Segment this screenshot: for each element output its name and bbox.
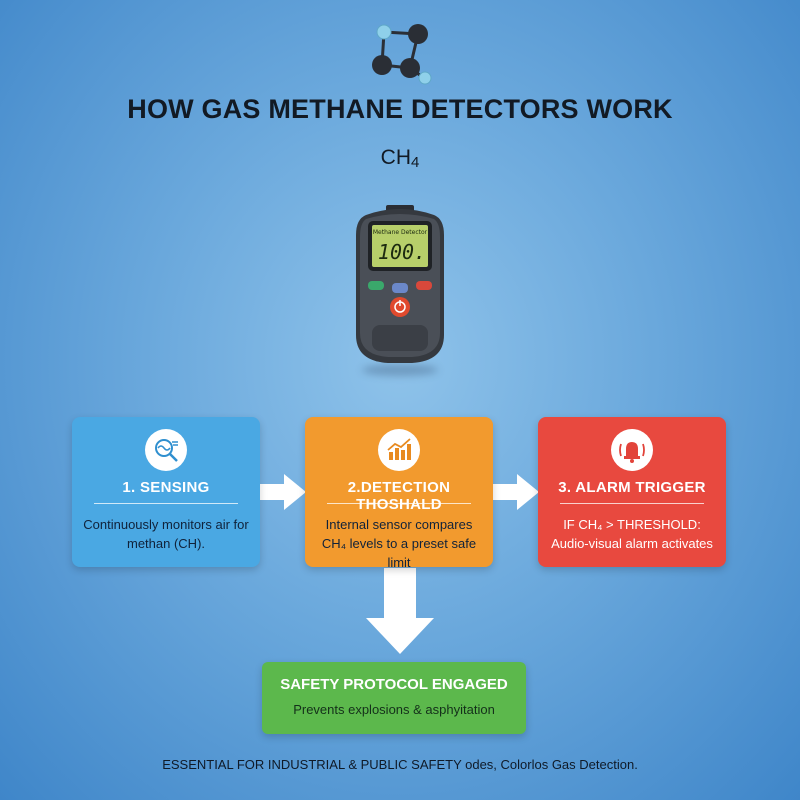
alarm-bell-icon (611, 429, 653, 471)
step-sensing-card: 1. SENSING Continuously monitors air for… (72, 417, 260, 567)
step-title: 3. ALARM TRIGGER (558, 479, 706, 496)
step-detection-card: 2.DETECTION THOSHALD Internal sensor com… (305, 417, 493, 570)
arrow-right-icon (493, 474, 539, 510)
bar-chart-icon (378, 429, 420, 471)
divider (560, 503, 704, 504)
device-reading: 100. (378, 240, 426, 264)
arrow-down-icon (366, 568, 434, 654)
step-description: Internal sensor compares CH₄ levels to a… (321, 517, 477, 570)
divider (327, 503, 471, 504)
safety-protocol-box: SAFETY PROTOCOL ENGAGED Prevents explosi… (262, 662, 526, 734)
step-title: 2.DETECTION THOSHALD (347, 479, 451, 513)
page-title: HOW GAS METHANE DETECTORS WORK (127, 94, 673, 124)
step-alarm-card: 3. ALARM TRIGGER IF CH₄ > THRESHOLD: Aud… (538, 417, 726, 567)
footer-note: ESSENTIAL FOR INDUSTRIAL & PUBLIC SAFETY… (162, 757, 638, 772)
methane-detector-device: Methane Detector 100. (356, 205, 444, 363)
formula-main: CH (380, 146, 411, 169)
molecule-icon (372, 24, 432, 85)
safety-description: Prevents explosions & asphyitation (293, 702, 495, 717)
step-title: 1. SENSING (122, 479, 210, 496)
divider (94, 503, 238, 504)
step-description: Continuously monitors air for methan (CH… (83, 517, 249, 551)
alarm-condition: IF CH₄ > THRESHOLD: (563, 517, 701, 532)
device-screen-label: Methane Detector (373, 229, 428, 236)
alarm-action: Audio-visual alarm activates (551, 536, 713, 551)
magnifier-sensor-icon (145, 429, 187, 471)
chemical-formula: CH4 (0, 146, 800, 171)
device-shadow (362, 364, 438, 376)
safety-title: SAFETY PROTOCOL ENGAGED (280, 676, 508, 693)
arrow-right-icon (260, 474, 306, 510)
formula-subscript: 4 (411, 154, 420, 171)
step-description: IF CH₄ > THRESHOLD: Audio-visual alarm a… (546, 515, 718, 553)
